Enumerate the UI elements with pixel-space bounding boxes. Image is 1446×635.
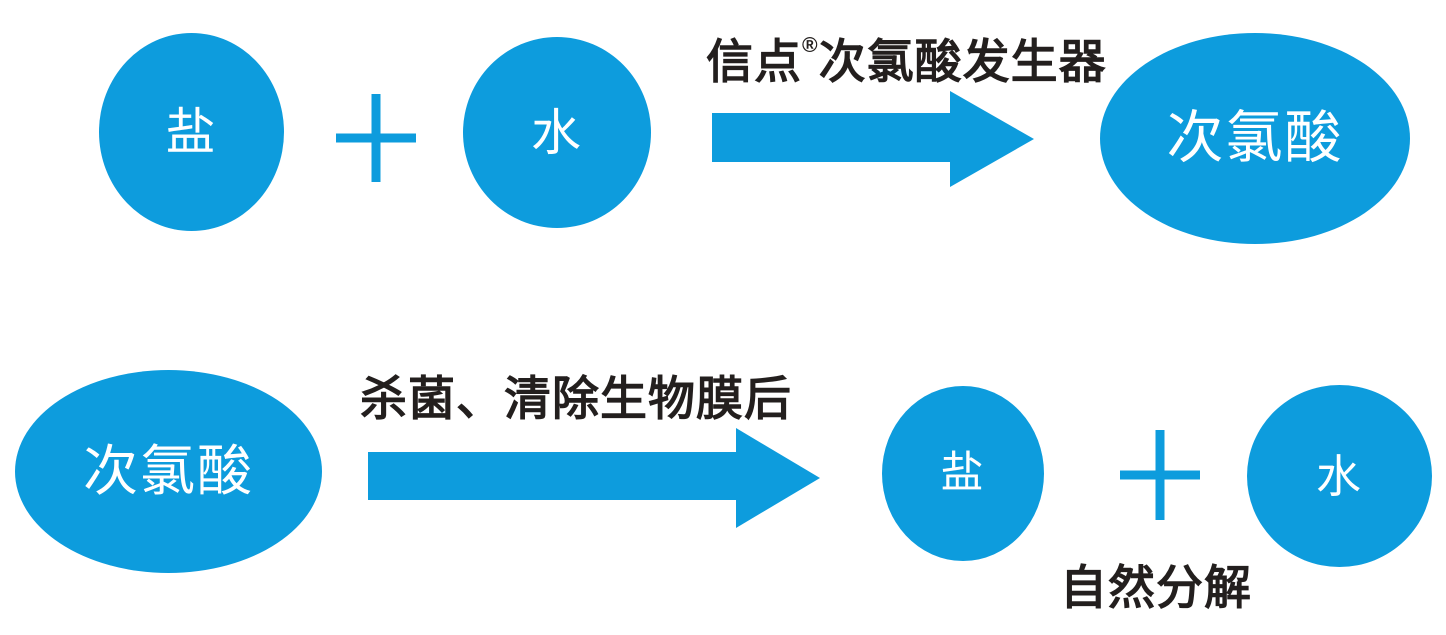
generator-name: 次氯酸发生器 bbox=[818, 35, 1107, 88]
brand-name: 信点 bbox=[706, 35, 802, 88]
plus-horizontal-bar bbox=[1120, 470, 1200, 480]
arrow-head bbox=[950, 91, 1034, 187]
hypochlorous-acid-node-bottom: 次氯酸 bbox=[15, 370, 322, 573]
arrow-right-icon-bottom bbox=[368, 428, 820, 528]
water-label-bottom: 水 bbox=[1315, 450, 1363, 502]
water-node-top: 水 bbox=[463, 37, 651, 228]
arrow-head bbox=[736, 428, 820, 528]
generator-label: 信点®次氯酸发生器 bbox=[706, 34, 1107, 88]
natural-decomposition-text: 自然分解 bbox=[1060, 561, 1252, 614]
natural-decomposition-label: 自然分解 bbox=[1060, 562, 1252, 614]
hypochlorous-acid-node-top: 次氯酸 bbox=[1100, 33, 1410, 244]
salt-label-top: 盐 bbox=[165, 104, 218, 160]
arrow-right-icon-top bbox=[712, 91, 1034, 187]
arrow-shaft bbox=[712, 113, 952, 162]
sterilize-biofilm-text: 杀菌、清除生物膜后 bbox=[360, 372, 792, 425]
plus-icon-top bbox=[336, 94, 416, 182]
registered-trademark-mark: ® bbox=[802, 34, 819, 57]
water-label-top: 水 bbox=[531, 104, 583, 161]
hypochlorous-acid-label-top: 次氯酸 bbox=[1166, 106, 1344, 170]
sterilize-biofilm-label: 杀菌、清除生物膜后 bbox=[360, 373, 792, 425]
plus-icon-bottom bbox=[1120, 430, 1200, 520]
plus-horizontal-bar bbox=[336, 133, 416, 143]
salt-node-bottom: 盐 bbox=[882, 386, 1044, 561]
salt-label-bottom: 盐 bbox=[940, 449, 986, 497]
water-node-bottom: 水 bbox=[1247, 385, 1432, 567]
hypochlorous-acid-label-bottom: 次氯酸 bbox=[82, 440, 254, 502]
arrow-shaft bbox=[368, 452, 738, 500]
salt-node-top: 盐 bbox=[99, 33, 284, 231]
